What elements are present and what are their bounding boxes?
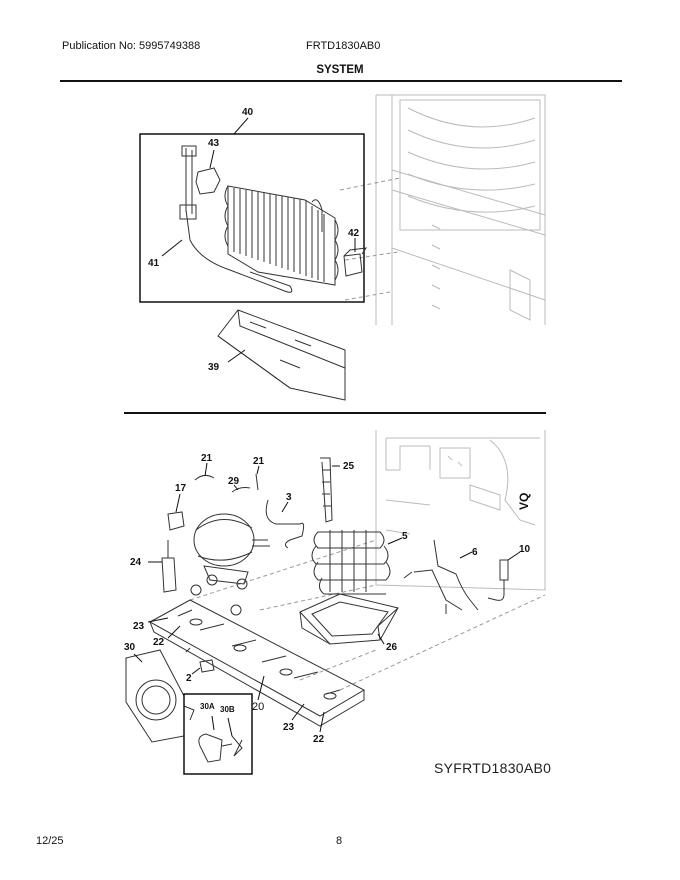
heater-connector [181,145,197,157]
footer-date: 12/25 [36,835,64,847]
condenser-fan-motor [198,733,243,763]
callout-2: 2 [186,673,192,684]
callout-30b: 30B [220,705,235,714]
drain-pan [299,593,399,645]
heater-connector-lower [179,204,197,220]
callout-20: 20 [252,701,264,713]
machine-base-rail [148,599,366,727]
leader-5 [387,537,403,545]
leader-40 [233,117,249,135]
dashed-leader-bottom [189,539,546,691]
cabinet-back-drawing [375,430,546,591]
wiring-harness [403,539,479,614]
leader-41 [161,239,183,257]
callout-23-right: 23 [283,722,295,733]
callout-3: 3 [286,492,292,503]
temperature-sensor [487,559,509,601]
fan-motor-box [183,693,253,775]
callout-39: 39 [208,362,220,373]
callout-40: 40 [242,107,254,118]
drain-tube-detail [322,469,331,507]
callout-25: 25 [343,461,355,472]
drain-tube [320,457,333,523]
callout-26: 26 [386,642,398,653]
leader-22a [167,625,181,639]
callout-22-right: 22 [313,734,325,745]
callout-30a: 30A [200,702,215,711]
leader-43 [209,149,215,169]
leader-10 [507,551,521,561]
leader-29 [233,484,239,491]
callout-21-left: 21 [201,453,213,464]
callout-21-right: 21 [253,456,265,467]
leader-21a [204,462,208,477]
callout-30: 30 [124,642,136,653]
capacitor [161,540,177,593]
hose-21-right [255,473,259,491]
callout-42: 42 [348,228,360,239]
defrost-thermostat [195,167,221,195]
compressor [190,513,270,616]
overload-relay [167,511,185,531]
discharge-tube [265,499,305,549]
diagram-code: SYFRTD1830AB0 [434,760,552,776]
cabinet-label: VQ [517,493,531,510]
page-number: 8 [336,835,343,847]
leader-30a [211,715,215,731]
evaporator-cover [217,309,346,401]
section-divider [124,412,546,414]
leader-17 [175,493,181,513]
dashed-leader [339,177,401,301]
callout-10: 10 [519,544,531,555]
callout-24: 24 [130,557,142,568]
leader-39 [227,349,246,363]
leader-3 [281,501,289,513]
section-title: SYSTEM [316,64,364,76]
mounting-clip [185,647,215,673]
callout-41: 41 [148,258,160,269]
callout-23-left: 23 [133,621,145,632]
header-rule [60,80,622,82]
defrost-heater-wire [185,148,193,214]
defrost-heater-tube [185,209,293,293]
callout-5: 5 [402,531,408,542]
callout-29: 29 [228,476,240,487]
leader-6 [459,551,473,559]
hose-21-left [194,474,215,481]
evaporator-bracket [343,247,368,277]
publication-number: Publication No: 5995749388 [62,40,201,52]
leader-23b [291,703,305,721]
leader-30b [227,717,233,737]
leader-30 [133,653,143,663]
callout-17: 17 [175,483,187,494]
leader-20 [257,675,265,701]
leader-21b [256,465,260,475]
hose-29 [231,487,251,493]
leader-23a [147,617,169,623]
evaporator-coil [224,185,339,286]
model-number: FRTD1830AB0 [306,40,381,52]
condenser-coil [311,530,391,595]
leader-22b [319,711,325,733]
freezer-cabinet-drawing [375,94,546,325]
callout-22-left: 22 [153,637,165,648]
leader-26 [377,633,385,645]
callout-43: 43 [208,138,220,149]
callout-6: 6 [472,547,478,558]
evaporator-assembly-box [139,133,365,303]
leader-2 [191,667,201,675]
